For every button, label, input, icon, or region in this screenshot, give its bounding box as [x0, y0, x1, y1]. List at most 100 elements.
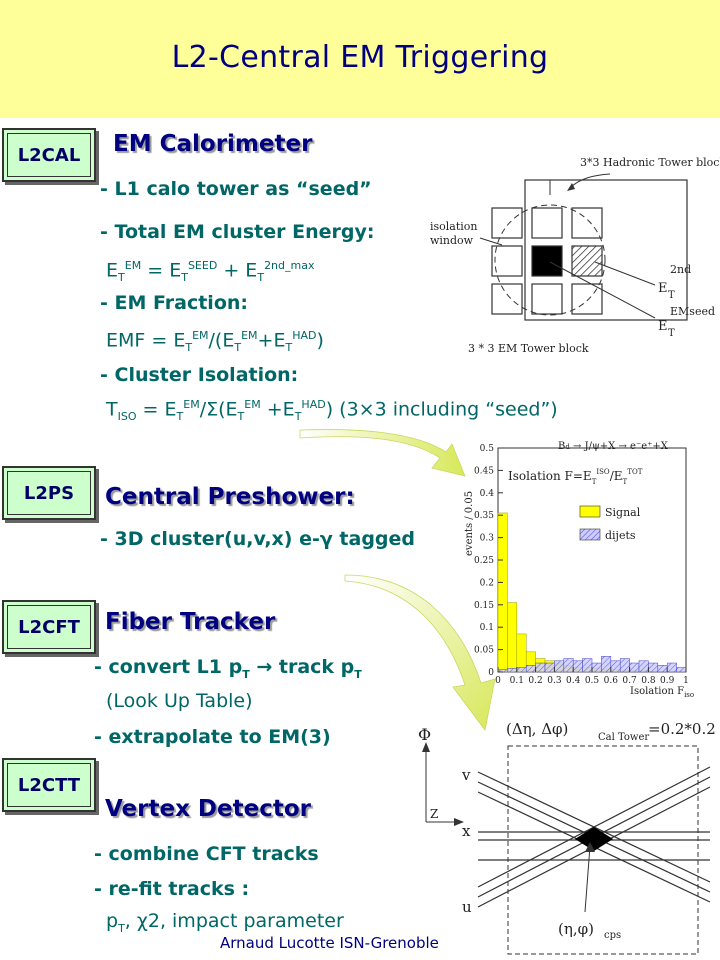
svg-text:x: x — [462, 822, 471, 840]
em-2nd-tower — [571, 245, 603, 277]
svg-text:v: v — [461, 766, 471, 784]
fiber-tracker-heading: Fiber Tracker — [105, 609, 276, 635]
ps-line-cluster: - 3D cluster(u,v,x) e-γ tagged — [100, 528, 416, 550]
legend-dijets-swatch — [579, 528, 601, 541]
xtick-label-1: 0.1 — [510, 676, 524, 686]
dijets-bar-4 — [535, 662, 546, 673]
dijets-bar-15 — [638, 660, 649, 673]
dijets-bar-1 — [507, 668, 518, 673]
ctt-line-combine: - combine CFT tracks — [94, 843, 319, 865]
footer-author: Arnaud Lucotte ISN-Grenoble — [220, 934, 439, 952]
signal-bar-2 — [516, 633, 527, 673]
svg-text:=0.2*0.2: =0.2*0.2 — [648, 720, 716, 738]
ytick-label-2: 0.1 — [480, 623, 494, 633]
xtick-label-4: 0.4 — [566, 676, 581, 686]
dijets-bar-16 — [648, 662, 659, 673]
svg-text:E: E — [658, 281, 668, 296]
dijets-bar-13 — [619, 658, 630, 673]
isolation-histogram: events / 0.05 Bd → J/ψ+X → e⁻e⁺+X Isolat… — [464, 441, 694, 699]
em-seed-tower — [531, 245, 563, 277]
xtick-label-7: 0.7 — [622, 676, 637, 686]
svg-text:u: u — [462, 898, 472, 916]
hist-legend-title: Isolation F=ETISO/ETTOT — [508, 468, 643, 486]
em-calorimeter-heading: EM Calorimeter — [113, 131, 313, 157]
ytick-label-0: 0 — [488, 668, 494, 678]
dijets-bar-19 — [676, 667, 687, 673]
em-line-fraction: - EM Fraction: — [100, 292, 248, 314]
legend-dijets: dijets — [605, 529, 636, 542]
vertex-detector-heading: Vertex Detector — [105, 796, 311, 822]
svg-text:(Δη, Δφ): (Δη, Δφ) — [506, 720, 568, 738]
ytick-label-3: 0.15 — [474, 601, 494, 611]
ctt-line-refit: - re-fit tracks : — [94, 878, 250, 900]
cft-line-extrapolate: - extrapolate to EM(3) — [94, 726, 331, 748]
svg-text:EMseed: EMseed — [670, 305, 715, 318]
dijets-bar-12 — [610, 660, 621, 673]
dijets-bar-5 — [544, 662, 555, 673]
hist-process: Bd → J/ψ+X → e⁻e⁺+X — [558, 441, 669, 452]
dijets-bar-2 — [516, 667, 527, 673]
cal-tower-boundary — [507, 745, 699, 955]
preshower-heading: Central Preshower: — [105, 484, 355, 510]
ytick-label-7: 0.35 — [474, 511, 494, 521]
svg-text:T: T — [668, 290, 675, 301]
xtick-label-3: 0.3 — [547, 676, 562, 686]
xtick-label-5: 0.5 — [585, 676, 600, 686]
ytick-label-8: 0.4 — [480, 489, 495, 499]
dijets-bar-7 — [563, 658, 574, 673]
dijets-bar-3 — [525, 665, 536, 673]
arrow-to-histogram — [299, 429, 466, 477]
dijets-bar-10 — [591, 662, 602, 673]
em-line-seed: - L1 calo tower as “seed” — [100, 178, 372, 200]
dijets-bar-8 — [572, 660, 583, 673]
svg-text:T: T — [668, 328, 675, 339]
ctt-line-params: pT, χ2, impact parameter — [106, 910, 344, 935]
arrow-to-vertex — [344, 574, 496, 731]
dijets-bar-18 — [666, 662, 677, 673]
cft-line-convert: - convert L1 pT → track pT — [94, 656, 362, 681]
dijets-bar-6 — [554, 660, 565, 673]
xtick-label-0: 0 — [495, 676, 501, 686]
badge-l2cft: L2CFT — [2, 600, 96, 654]
title-bar — [0, 0, 720, 118]
em-formula-et: ETEM = ETSEED + ET2nd_max — [106, 259, 315, 285]
badge-l2cal: L2CAL — [2, 128, 96, 182]
cps-cluster — [575, 827, 613, 851]
cal-tower-figure: Φ Z (Δη, Δφ) Cal Tower =0.2*0.2 v x u (η… — [418, 720, 716, 955]
hadronic-block-label: 3*3 Hadronic Tower block — [580, 156, 720, 169]
legend-signal: Signal — [605, 506, 641, 519]
ytick-label-9: 0.45 — [474, 466, 494, 476]
svg-text:isolation: isolation — [430, 220, 478, 233]
xtick-label-9: 0.9 — [660, 676, 675, 686]
dijets-bar-17 — [657, 665, 668, 673]
ytick-label-4: 0.2 — [480, 578, 494, 588]
svg-text:Φ: Φ — [418, 725, 431, 744]
svg-text:Cal Tower: Cal Tower — [598, 732, 649, 743]
dijets-bar-9 — [582, 658, 593, 673]
svg-text:Z: Z — [430, 807, 438, 821]
isolation-circle — [494, 204, 606, 316]
legend-signal-swatch — [579, 505, 601, 518]
em-line-total: - Total EM cluster Energy: — [100, 221, 375, 243]
em-formula-iso: TISO = ETEM/Σ(ETEM +ETHAD) (3×3 includin… — [106, 398, 558, 424]
cft-line-lut: (Look Up Table) — [106, 690, 253, 712]
ytick-label-6: 0.3 — [480, 534, 495, 544]
ytick-label-5: 0.25 — [474, 556, 494, 566]
iso-tail: (3×3 including “seed”) — [333, 398, 558, 421]
svg-text:E: E — [658, 319, 668, 334]
svg-text:2nd: 2nd — [670, 263, 691, 276]
svg-text:3 * 3 EM Tower block: 3 * 3 EM Tower block — [468, 342, 589, 355]
em-line-isolation: - Cluster Isolation: — [100, 364, 299, 386]
em-formula-emf: EMF = ETEM/(ETEM+ETHAD) — [106, 329, 324, 355]
xtick-label-8: 0.8 — [641, 676, 656, 686]
hist-xlabel: Isolation Fiso — [630, 686, 694, 699]
hadronic-block-frame — [524, 179, 688, 321]
xtick-label-2: 0.2 — [528, 676, 542, 686]
svg-text:cps: cps — [604, 930, 621, 941]
hist-ylabel: events / 0.05 — [464, 491, 475, 556]
svg-text:(η,φ): (η,φ) — [558, 920, 594, 938]
xtick-label-6: 0.6 — [604, 676, 619, 686]
badge-l2ps: L2PS — [2, 466, 96, 520]
dijets-bar-11 — [601, 656, 612, 673]
hist-frame — [497, 447, 687, 673]
